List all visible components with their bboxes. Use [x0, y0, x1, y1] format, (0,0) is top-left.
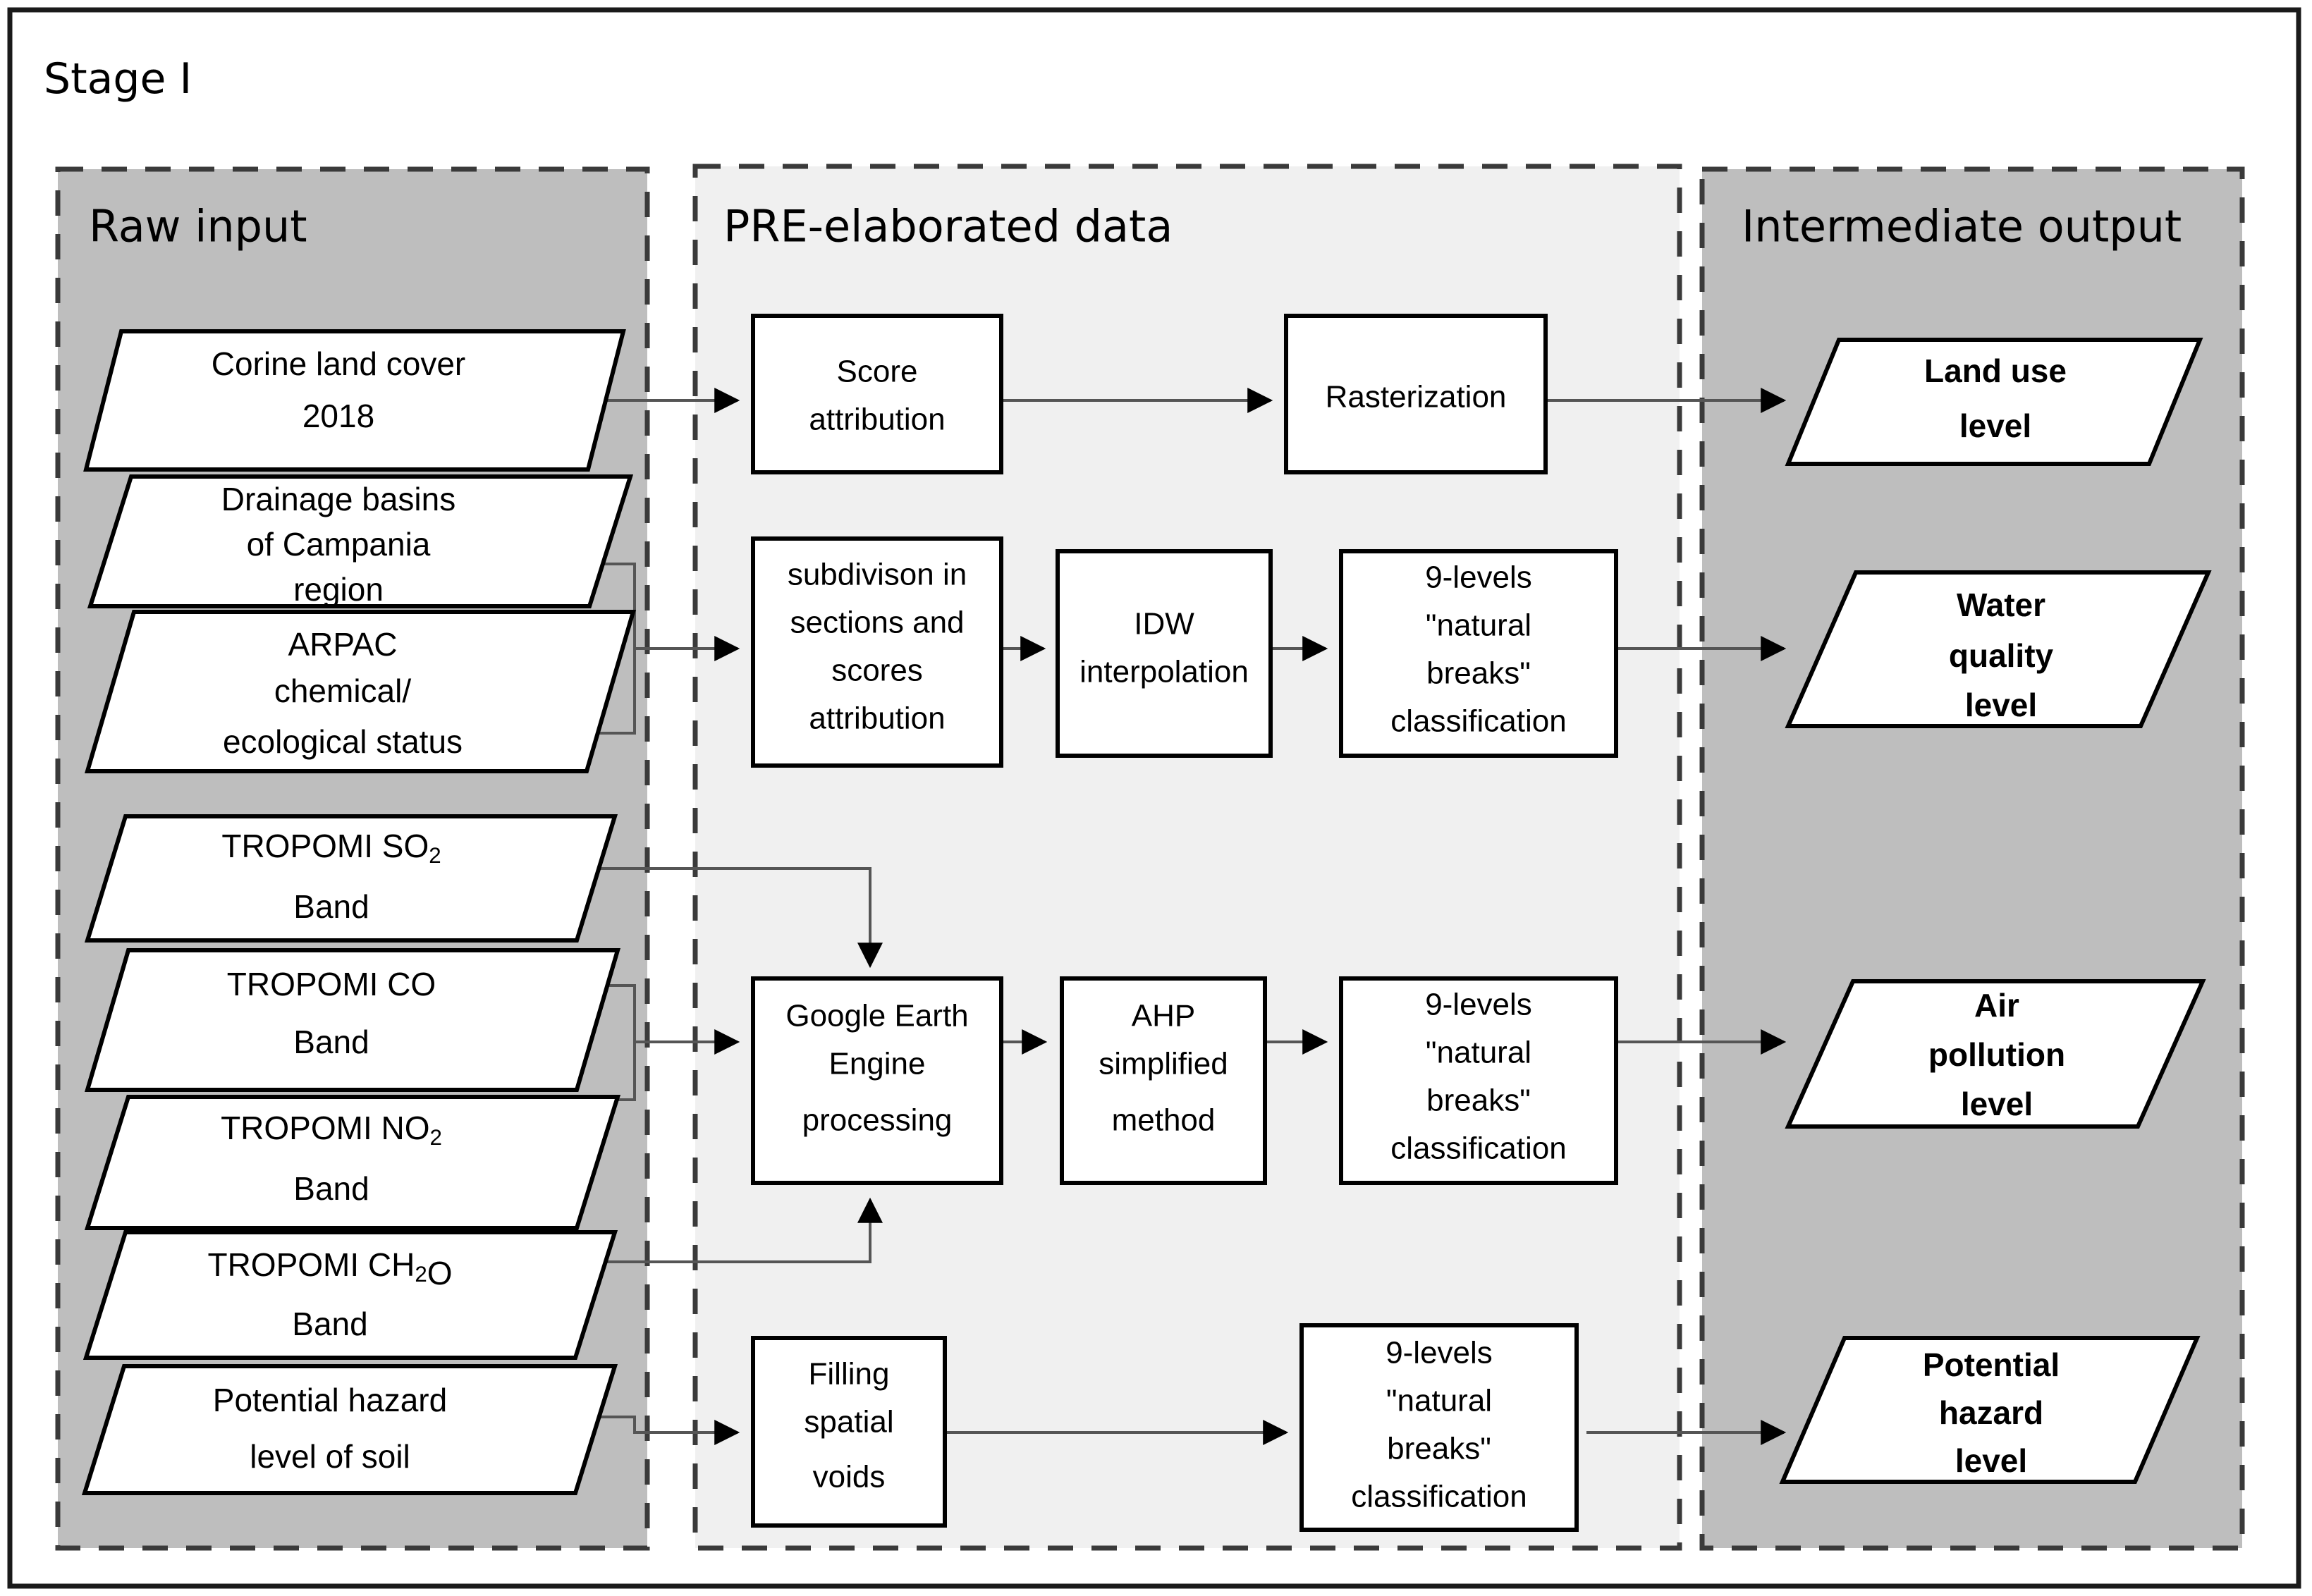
- node-potential-hazard-level[interactable]: Potential hazard level: [1779, 1336, 2201, 1484]
- node-tropomi-no2[interactable]: TROPOMI NO2 Band: [84, 1095, 621, 1230]
- node-label: pollution: [1928, 1036, 2065, 1073]
- node-label: attribution: [809, 701, 945, 736]
- node-tropomi-ch2o[interactable]: TROPOMI CH2O Band: [82, 1230, 618, 1360]
- node-label: classification: [1390, 1131, 1566, 1166]
- node-label: TROPOMI NO2: [221, 1110, 442, 1150]
- node-label: sections and: [790, 606, 964, 640]
- node-label: Rasterization: [1326, 380, 1507, 415]
- node-label: 2018: [302, 398, 374, 434]
- node-label: "natural: [1426, 1036, 1531, 1070]
- node-label: 9-levels: [1425, 560, 1532, 595]
- node-ahp-simplified[interactable]: AHP simplified method: [1060, 976, 1267, 1185]
- node-label: breaks": [1426, 1084, 1531, 1118]
- panel-title-intermediate-output: Intermediate output: [1742, 200, 2182, 252]
- node-label: method: [1112, 1103, 1216, 1138]
- node-label: processing: [802, 1103, 953, 1138]
- node-label: breaks": [1426, 656, 1531, 691]
- node-rasterization[interactable]: Rasterization: [1284, 314, 1548, 474]
- node-label: AHP: [1132, 999, 1195, 1033]
- node-corine-land-cover[interactable]: Corine land cover 2018: [83, 329, 626, 472]
- node-label: Band: [293, 1170, 369, 1207]
- node-label: classification: [1390, 704, 1566, 739]
- node-label: Potential hazard: [213, 1382, 447, 1418]
- node-tropomi-co[interactable]: TROPOMI CO Band: [84, 948, 621, 1092]
- panel-title-pre-elaborated-data: PRE-elaborated data: [723, 200, 1173, 252]
- node-label: of Campania: [247, 526, 431, 563]
- node-label: scores: [831, 653, 923, 688]
- node-label: Engine: [828, 1047, 925, 1081]
- node-label: Corine land cover: [212, 345, 466, 382]
- node-label: Potential: [1923, 1346, 2060, 1383]
- node-natural-breaks-air[interactable]: 9-levels "natural breaks" classification: [1339, 976, 1618, 1185]
- node-label: Land use: [1924, 352, 2067, 389]
- connector-so2-to-gee: [558, 867, 883, 969]
- node-arpac-status[interactable]: ARPAC chemical/ ecological status: [84, 610, 637, 773]
- node-label: voids: [813, 1460, 886, 1494]
- node-label: region: [293, 571, 384, 608]
- node-label: spatial: [804, 1405, 893, 1440]
- node-label: TROPOMI SO2: [221, 828, 441, 868]
- node-label: Water: [1957, 587, 2045, 623]
- node-label: simplified: [1099, 1047, 1228, 1081]
- node-label: level of soil: [250, 1438, 410, 1475]
- node-score-attribution[interactable]: Score attribution: [751, 314, 1003, 474]
- node-natural-breaks-water[interactable]: 9-levels "natural breaks" classification: [1339, 549, 1618, 758]
- panel-title-raw-input: Raw input: [89, 200, 307, 252]
- node-label: level: [1955, 1442, 2027, 1479]
- node-gee-processing[interactable]: Google Earth Engine processing: [751, 976, 1003, 1185]
- node-filling-spatial-voids[interactable]: Filling spatial voids: [751, 1336, 947, 1528]
- node-label: Filling: [809, 1357, 890, 1392]
- node-label: 9-levels: [1425, 988, 1532, 1022]
- node-label: hazard: [1939, 1394, 2043, 1431]
- node-label: level: [1959, 407, 2031, 444]
- node-label: 9-levels: [1386, 1336, 1493, 1370]
- node-label: interpolation: [1079, 655, 1249, 689]
- node-label: ARPAC: [288, 626, 397, 663]
- node-label: chemical/: [274, 673, 412, 709]
- node-label: IDW: [1134, 607, 1194, 642]
- node-label: Band: [293, 888, 369, 925]
- node-land-use-level[interactable]: Land use level: [1785, 338, 2203, 466]
- node-subdivision-scores[interactable]: subdivison in sections and scores attrib…: [751, 536, 1003, 768]
- node-idw-interpolation[interactable]: IDW interpolation: [1056, 549, 1273, 758]
- stage-title: Stage I: [44, 54, 192, 104]
- node-label: classification: [1351, 1480, 1527, 1514]
- node-label: quality: [1949, 637, 2054, 674]
- node-air-pollution-level[interactable]: Air pollution level: [1785, 979, 2206, 1129]
- node-label: level: [1965, 687, 2037, 723]
- node-label: attribution: [809, 403, 945, 437]
- node-label: Band: [292, 1306, 367, 1342]
- connector-ch2o-to-gee: [563, 1197, 883, 1263]
- node-natural-breaks-hazard[interactable]: 9-levels "natural breaks" classification: [1299, 1323, 1579, 1532]
- node-potential-hazard-soil[interactable]: Potential hazard level of soil: [81, 1364, 618, 1495]
- node-tropomi-so2[interactable]: TROPOMI SO2 Band: [84, 814, 618, 943]
- node-drainage-basins[interactable]: Drainage basins of Campania region: [87, 474, 634, 608]
- node-label: subdivison in: [788, 558, 967, 592]
- node-label: ecological status: [223, 723, 463, 760]
- node-label: Google Earth: [785, 999, 968, 1033]
- node-label: level: [1961, 1086, 2033, 1122]
- node-water-quality-level[interactable]: Water quality level: [1785, 570, 2212, 728]
- node-label: Drainage basins: [221, 481, 455, 517]
- node-label: TROPOMI CO: [227, 966, 436, 1002]
- connector-soil-to-filling: [584, 1416, 740, 1445]
- node-label: Score: [837, 355, 918, 389]
- node-label: breaks": [1387, 1432, 1491, 1466]
- node-label: "natural: [1426, 608, 1531, 643]
- node-label: Air: [1974, 987, 2019, 1024]
- node-label: "natural: [1386, 1384, 1492, 1418]
- node-label: Band: [293, 1024, 369, 1060]
